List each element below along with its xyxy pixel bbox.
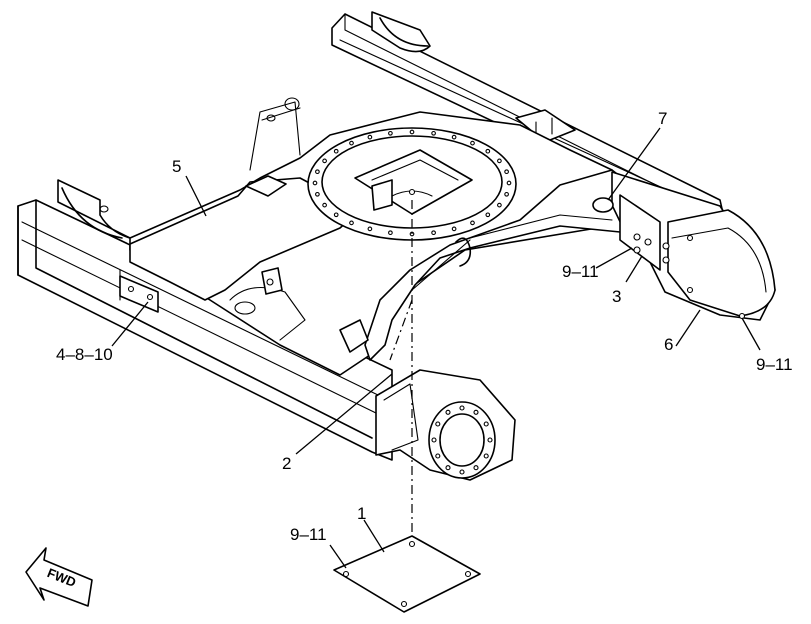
bolt-hole — [333, 212, 339, 218]
bolt-hole — [431, 437, 437, 443]
callout-9-11-upper: 9–11 — [562, 262, 599, 281]
bolt-hole — [504, 169, 509, 175]
bolt-hole — [322, 202, 327, 208]
bolt-hole — [388, 130, 393, 136]
swing-bearing-ring — [307, 127, 517, 241]
leader-lines — [111, 127, 761, 569]
bolt-hole — [504, 191, 509, 197]
bolt-hole — [312, 180, 318, 186]
bolt-hole — [497, 158, 502, 164]
bolt-hole — [409, 129, 415, 135]
bolt-hole — [435, 421, 441, 427]
callout-4-8-10: 4–8–10 — [56, 345, 113, 364]
callout-labels: 1 2 3 4–8–10 5 6 7 9–11 9–11 9–11 — [56, 109, 793, 544]
bolt-hole — [470, 220, 475, 226]
callout-9-11-right: 9–11 — [756, 355, 793, 374]
bolt-hole — [459, 469, 465, 475]
ring-bolt-holes — [312, 129, 512, 237]
bolt-hole — [451, 134, 457, 140]
callout-9-11-bottom: 9–11 — [290, 525, 327, 544]
callout-5: 5 — [172, 157, 181, 176]
bolt-hole — [333, 148, 339, 154]
bolt-hole — [445, 465, 451, 471]
bottom-cover-plate-1 — [333, 535, 481, 613]
bolt-hole — [506, 180, 512, 186]
callout-6: 6 — [664, 335, 673, 354]
bolt-hole — [497, 202, 502, 208]
bolt-hole — [435, 453, 441, 459]
callout-3: 3 — [612, 287, 621, 306]
bolt-hole — [445, 409, 451, 415]
bolt-hole — [349, 140, 354, 146]
bolt-hole — [485, 148, 491, 154]
bolt-hole — [315, 169, 320, 175]
travel-motor-housing — [375, 369, 516, 481]
bolt-hole — [367, 134, 373, 140]
bolt-hole — [473, 465, 479, 471]
bolt-hole — [459, 405, 465, 411]
left-track-frame — [17, 179, 393, 461]
bracket-plate — [119, 275, 159, 313]
bolt-hole — [485, 212, 491, 218]
bolt-hole — [483, 453, 489, 459]
callout-2: 2 — [282, 454, 291, 473]
bolt-hole — [483, 421, 489, 427]
bolt-hole — [367, 226, 373, 232]
bolt-hole — [322, 158, 327, 164]
forward-arrow-icon: FWD — [25, 547, 93, 607]
motor-flange-bolts — [431, 405, 493, 475]
bolt-hole — [349, 220, 354, 226]
right-track-frame — [331, 11, 726, 223]
motor-guard-6 — [592, 171, 776, 321]
bolt-hole — [470, 140, 475, 146]
callout-1: 1 — [357, 504, 366, 523]
bolt-hole — [388, 230, 393, 236]
bolt-hole — [487, 437, 493, 443]
bolt-hole — [315, 191, 320, 197]
bolt-hole — [431, 230, 436, 236]
cover-plate-5 — [129, 175, 361, 301]
bolt-hole — [473, 409, 479, 415]
bolt-hole — [431, 130, 436, 136]
bolt-hole — [451, 226, 457, 232]
callout-7: 7 — [658, 109, 667, 128]
